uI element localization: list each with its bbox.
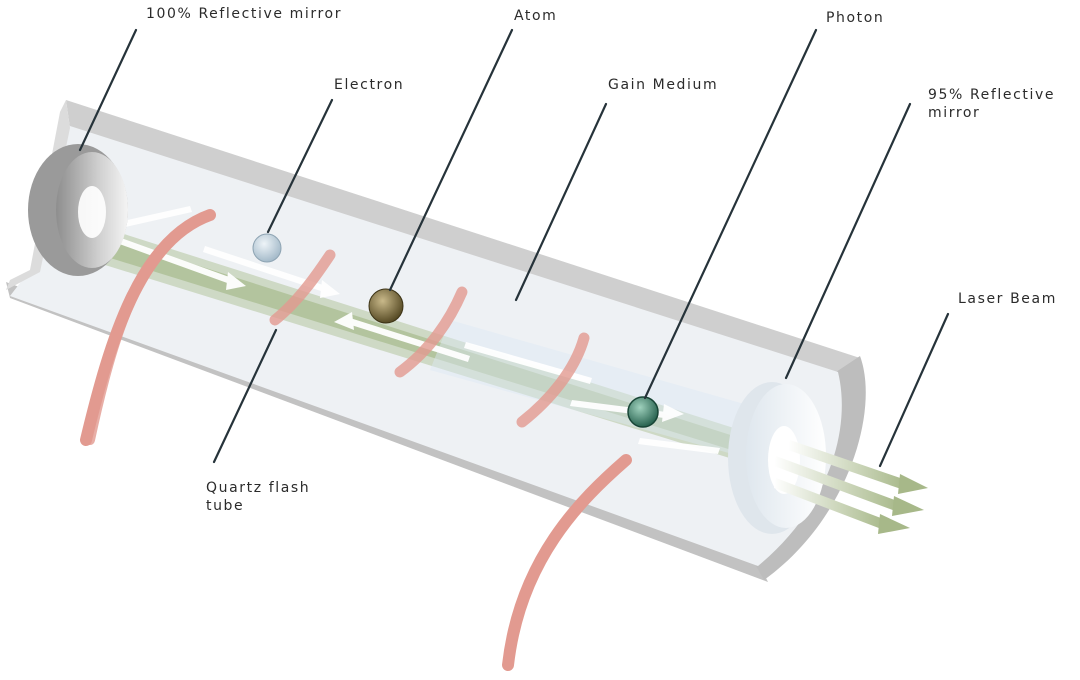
beam-2 — [774, 456, 900, 512]
beam-2-head — [892, 496, 924, 516]
label-gain-medium: Gain Medium — [608, 77, 718, 93]
arrow-right-1-head — [226, 272, 246, 290]
label-atom: Atom — [514, 8, 557, 24]
beam-3-head — [878, 514, 910, 534]
leader-atom — [388, 28, 514, 292]
label-95-reflective-mirror-line2: mirror — [928, 105, 980, 121]
leader-electron — [266, 98, 334, 234]
label-photon: Photon — [826, 10, 884, 26]
leader-95-mirror — [784, 102, 912, 380]
label-quartz-flash-tube-line1: Quartz flash — [206, 480, 310, 496]
electron-particle — [252, 233, 282, 263]
label-electron: Electron — [334, 77, 404, 93]
leader-100-mirror — [78, 28, 138, 152]
reflective-mirror-100 — [28, 144, 128, 276]
arrow-left-3 — [638, 438, 720, 454]
atom-particle — [368, 288, 404, 324]
arrow-right-2-head — [320, 280, 340, 298]
arrow-left-2 — [110, 206, 192, 230]
leader-laser-beam — [878, 312, 950, 468]
beam-3 — [774, 478, 886, 530]
label-laser-beam: Laser Beam — [958, 291, 1057, 307]
laser-beam — [774, 440, 928, 534]
arrow-right-2 — [203, 246, 326, 292]
arrow-right-4-head — [662, 404, 684, 422]
leader-quartz — [212, 328, 278, 464]
arrow-right-3 — [464, 342, 592, 384]
leader-lines — [78, 28, 950, 468]
beam-1 — [788, 440, 906, 490]
beam-1-head — [898, 474, 928, 494]
reflective-mirror-95 — [728, 382, 826, 534]
photon-arrows — [86, 206, 720, 454]
label-quartz-flash-tube-line2: tube — [206, 498, 244, 514]
leader-photon — [643, 28, 818, 400]
photon-particle — [627, 396, 659, 428]
leader-gain-medium — [514, 102, 608, 302]
quartz-flash-tube — [80, 209, 632, 671]
arrow-left-1 — [348, 318, 470, 362]
label-95-reflective-mirror-line1: 95% Reflective — [928, 87, 1055, 103]
label-100-reflective-mirror: 100% Reflective mirror — [146, 6, 342, 22]
arrow-left-1-head — [334, 312, 354, 330]
